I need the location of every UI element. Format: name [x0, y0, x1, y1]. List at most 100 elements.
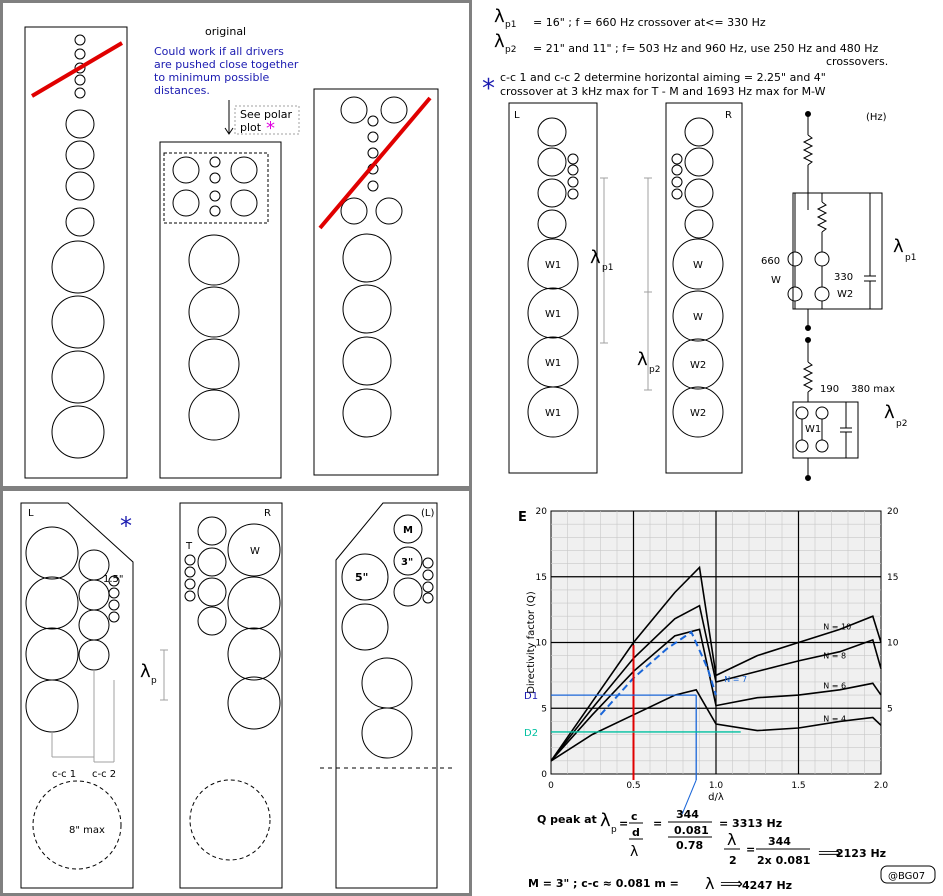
- graph-series-line: [550, 628, 882, 762]
- hz-label: (Hz): [866, 112, 887, 123]
- m-label: M: [403, 525, 413, 536]
- graph-y-tick-label-right: 15: [887, 573, 898, 583]
- lambda-p2-right-symbol: λ: [884, 402, 895, 423]
- bottom-left-panel-frame: [0, 488, 472, 896]
- label-T: T: [185, 541, 193, 552]
- lambda-p1-sub: p1: [505, 20, 516, 30]
- right-cabinet: [313, 88, 439, 476]
- crossover-schematic: [787, 111, 883, 481]
- formula-result-3313: = 3313 Hz: [719, 817, 782, 830]
- cc2-label: c-c 2: [92, 769, 116, 780]
- graph-curve-label: N = 6: [823, 682, 846, 691]
- graph-curve-label: N = 10: [823, 622, 851, 631]
- w1-label-3: W1: [545, 358, 561, 369]
- m-line: M = 3" ; c-c ≈ 0.081 m =: [528, 877, 679, 890]
- blue-asterisk-bottom: *: [120, 512, 132, 540]
- graph-y-tick-label: 20: [536, 507, 548, 517]
- graph-panel-letter: E: [518, 510, 527, 525]
- graph-curve-label: N = 4: [823, 714, 846, 723]
- graph-y-tick-label: 10: [536, 639, 548, 649]
- cc1-label: c-c 1: [52, 769, 76, 780]
- label-L-paren: (L): [421, 508, 434, 519]
- compact-cabinet: [159, 141, 282, 479]
- see-polar-line-2: plot: [240, 121, 262, 134]
- w-bottom-label: W: [250, 546, 260, 557]
- w-schematic-label: W: [771, 275, 781, 286]
- size-1-5-label: 1.5": [103, 574, 124, 585]
- bottom-cabinet-L: [20, 502, 134, 889]
- right-cabinet-R: [665, 102, 743, 474]
- w2-label-2: W2: [690, 408, 706, 419]
- lambda-p2-mid-sub: p2: [649, 365, 660, 375]
- note-line-4: distances.: [154, 84, 210, 97]
- lambda-p2-line-1: = 21" and 11" ; f= 503 Hz and 960 Hz, us…: [533, 42, 879, 55]
- graph-x-tick-label: 0: [548, 781, 554, 791]
- lambda-p2-symbol: λ: [494, 31, 505, 52]
- dimension-lines-top-right: [600, 177, 652, 391]
- red-strike-line-2: [318, 96, 432, 230]
- lambda-p2-line-2: crossovers.: [826, 55, 888, 68]
- formula-lambda-symbol: λ: [600, 810, 611, 831]
- note-line-2: are pushed close together: [154, 58, 299, 71]
- graph-y-tick-label: 5: [541, 704, 547, 714]
- eight-max-label: 8" max: [69, 825, 105, 836]
- formula-half-344: 344: [768, 835, 791, 848]
- value-380-max: 380 max: [851, 384, 895, 395]
- graph-y-tick-label-right: 20: [887, 507, 899, 517]
- formula-eq-2: =: [653, 817, 662, 830]
- value-190: 190: [820, 384, 839, 395]
- graph-series-line: [550, 688, 882, 762]
- w1-label-4: W1: [545, 408, 561, 419]
- w2-label-1: W2: [690, 360, 706, 371]
- lambda-p2-right-sub: p2: [896, 419, 907, 429]
- bottom-cabinet-R: [179, 502, 283, 889]
- label-R-top: R: [725, 110, 732, 121]
- lambda-p1-right-symbol: λ: [893, 236, 904, 257]
- graph-x-tick-label: 1.0: [709, 781, 724, 791]
- lambda-p1-line: = 16" ; f = 660 Hz crossover at<= 330 Hz: [533, 16, 766, 29]
- lambda-p1-right-sub: p1: [905, 253, 916, 263]
- graph-y-tick-label: 15: [536, 573, 547, 583]
- formula-c: c: [631, 810, 638, 823]
- d2-label: D2: [524, 728, 538, 739]
- graph-series-line: [550, 565, 882, 762]
- formula-arrow-1: ⟹: [818, 843, 841, 862]
- value-330: 330: [834, 272, 853, 283]
- formula-0081: 0.081: [674, 824, 709, 837]
- formula-eq-3: =: [746, 843, 755, 856]
- formula-two: 2: [729, 854, 737, 867]
- formula-078: 0.78: [676, 839, 703, 852]
- lambda-p-bracket: [160, 649, 168, 701]
- graph-y-axis-label: Directivity factor (Q): [526, 591, 537, 694]
- original-label: original: [205, 25, 246, 38]
- formula-eq-1: =: [619, 817, 628, 830]
- note-line-3: to minimum possible: [154, 71, 270, 84]
- lambda-p2-mid-symbol: λ: [637, 349, 648, 370]
- see-polar-line-1: See polar: [240, 108, 293, 121]
- label-L-top: L: [514, 110, 520, 121]
- m-line-lambda: λ: [705, 874, 714, 893]
- w-label-1: W: [693, 260, 703, 271]
- formula-lambda-sub: p: [611, 825, 617, 835]
- graph-curve-label: N = 7: [724, 675, 747, 684]
- formula-2x-0081: 2x 0.081: [757, 854, 810, 867]
- bottom-cabinet-L-paren: [335, 502, 438, 889]
- graph-curve-label: N = 8: [823, 651, 846, 660]
- formula-lambda-den: λ: [630, 844, 638, 860]
- d1-label: D1: [524, 691, 538, 702]
- formula-d: d: [632, 826, 640, 839]
- five-in-label: 5": [355, 571, 368, 584]
- top-left-panel-frame: [0, 0, 472, 489]
- pointer-line: [681, 779, 697, 815]
- cc-line-1: c-c 1 and c-c 2 determine horizontal aim…: [500, 71, 826, 84]
- graph-x-tick-label: 1.5: [791, 781, 805, 791]
- blue-asterisk-top: *: [482, 74, 495, 104]
- w2-schematic-label: W2: [837, 289, 853, 300]
- graph-series-line: [599, 630, 717, 716]
- cc-dimension-lines: [51, 670, 115, 763]
- w1-label-2: W1: [545, 309, 561, 320]
- credit-text: @BG07: [888, 871, 925, 882]
- three-in-label: 3": [401, 557, 413, 568]
